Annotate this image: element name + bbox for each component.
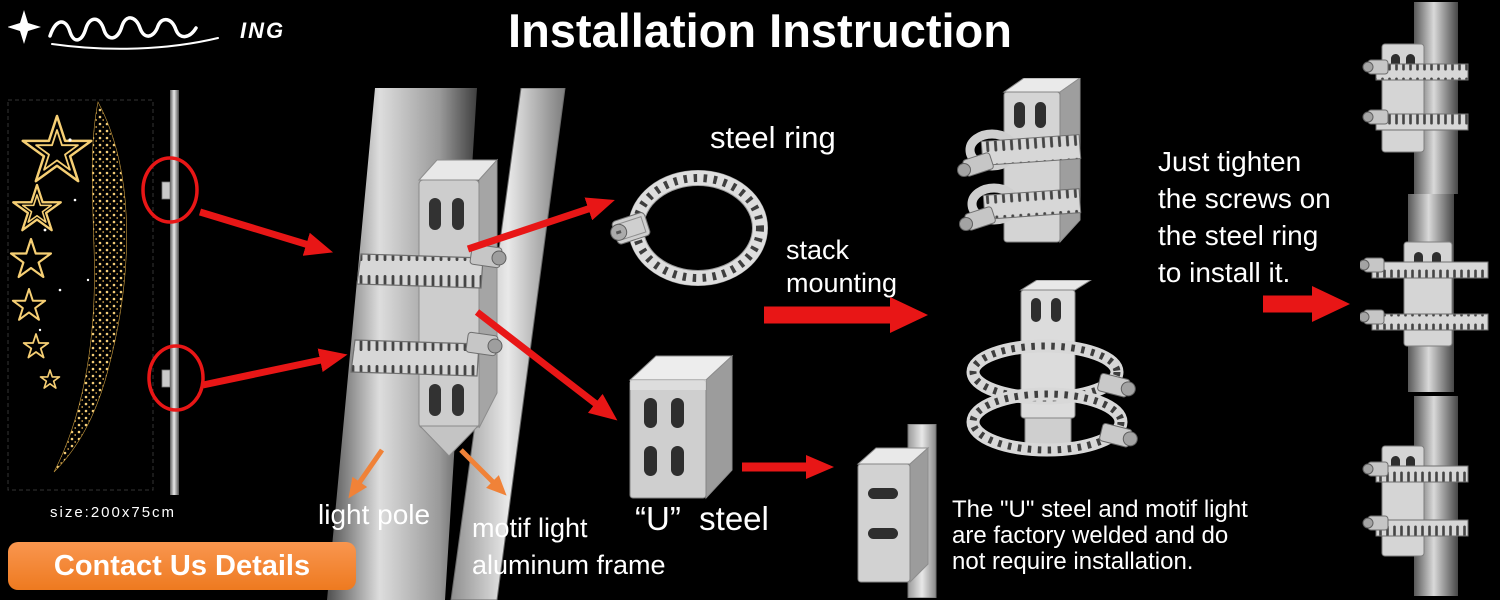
- bracket-bottom-v: [418, 425, 480, 457]
- logo-underline-stroke: [51, 37, 219, 50]
- bracket-slot: [1031, 298, 1041, 322]
- tighten-note-line-3: the steel ring: [1158, 220, 1319, 251]
- clamp-screw-head: [1362, 463, 1374, 475]
- comet-trail: [53, 101, 127, 473]
- stack-mounting-line-1: stack: [786, 235, 850, 265]
- bracket-slot: [452, 384, 464, 416]
- bracket-slot: [868, 528, 898, 539]
- u-steel-slot: [671, 398, 684, 428]
- clamp-screw-head: [957, 163, 971, 177]
- street-pole: [170, 90, 179, 495]
- clamp-screw-head: [1360, 259, 1370, 271]
- bracket-slot: [429, 198, 441, 230]
- bracket-side-face: [478, 158, 498, 429]
- ring-screw-housing: [1099, 422, 1138, 448]
- u-steel-label: “U” steel: [635, 500, 769, 537]
- hose-clamp-band: [980, 134, 1082, 166]
- ring-screw-housing: [1097, 372, 1136, 398]
- red-arrow-to-closeup-top: [198, 208, 334, 256]
- welded-note: The "U" steel and motif light are factor…: [952, 497, 1248, 575]
- bracket-slot: [1051, 298, 1061, 322]
- bracket-front-plate: [418, 179, 480, 429]
- product-size-label: size:200x75cm: [50, 504, 177, 521]
- hose-clamp-band: [1375, 465, 1469, 483]
- stack-bracket-flange: [1019, 280, 1092, 291]
- red-arrow-to-closeup-bottom: [202, 348, 348, 389]
- u-steel-illustration: [628, 354, 734, 500]
- bracket-clamps-assembly-illustration: [957, 78, 1082, 244]
- hose-clamp-band-top: [356, 253, 484, 289]
- pole-mount-nub-bottom: [161, 369, 171, 388]
- hose-clamp-band: [1375, 113, 1469, 131]
- stack-mounting-label: stack mounting: [786, 234, 897, 300]
- brand-logo: ING: [7, 6, 308, 55]
- bracket-slot: [868, 488, 898, 499]
- hose-clamp-band: [1371, 261, 1489, 279]
- clamp-screw-head: [959, 217, 973, 231]
- steel-ring-label: steel ring: [710, 120, 836, 155]
- brand-logo-text: ING: [240, 18, 285, 43]
- installed-pole-photo-2: [1360, 194, 1489, 392]
- logo-star-icon: [7, 10, 41, 44]
- photo-bracket: [1381, 43, 1425, 153]
- tighten-note: Just tighten the screws on the steel rin…: [1158, 143, 1331, 291]
- clamp-screw-head: [1360, 311, 1370, 323]
- tighten-note-line-2: the screws on: [1158, 183, 1331, 214]
- hose-clamp-band: [1375, 519, 1469, 537]
- clamp-screw-head: [1362, 111, 1374, 123]
- star-outlines: [11, 116, 91, 388]
- bracket-slot: [452, 198, 464, 230]
- welded-bracket-illustration: [856, 424, 937, 598]
- u-steel-slot: [644, 398, 657, 428]
- photo-bracket: [1381, 445, 1425, 557]
- clamp-screw-head: [1362, 61, 1374, 73]
- u-steel-side-face: [705, 354, 733, 500]
- hose-clamp-band: [1371, 313, 1489, 331]
- hose-clamp-band-bottom: [350, 339, 480, 377]
- installed-pole-photo-3: [1362, 396, 1469, 596]
- bracket-slot: [1014, 102, 1025, 128]
- logo-script-stroke: [48, 16, 198, 42]
- page-title: Installation Instruction: [508, 4, 1012, 57]
- motif-frame-line-2: aluminum frame: [472, 550, 666, 580]
- motif-frame-label: motif light aluminum frame: [472, 510, 666, 584]
- assembly-bracket-plate: [1003, 91, 1061, 243]
- motif-light-product-illustration: [0, 90, 179, 495]
- stacked-rings-assembly-illustration: [966, 280, 1138, 457]
- clamp-screw-head: [491, 250, 507, 266]
- welded-note-line-2: are factory welded and do: [952, 522, 1229, 549]
- motif-frame-line-1: motif light: [472, 513, 588, 543]
- brand-logo-graphic: ING: [7, 10, 285, 50]
- contact-us-button[interactable]: Contact Us Details: [8, 542, 356, 590]
- bracket-slot: [1035, 102, 1046, 128]
- installed-pole-photo-1: [1362, 2, 1469, 194]
- u-steel-slot: [671, 446, 684, 476]
- tighten-note-line-4: to install it.: [1158, 257, 1291, 288]
- u-steel-slot: [644, 446, 657, 476]
- steel-ring-illustration: [610, 170, 768, 286]
- hose-clamp-band: [982, 188, 1082, 220]
- hose-clamp-band: [1375, 63, 1469, 81]
- light-pole-label: light pole: [318, 499, 431, 530]
- clamp-screw-head: [487, 338, 503, 354]
- tighten-note-line-1: Just tighten: [1158, 146, 1302, 177]
- clamp-screw-head: [1362, 517, 1374, 529]
- dimension-outline: [7, 99, 154, 491]
- bracket-slot: [429, 384, 441, 416]
- welded-note-line-3: not require installation.: [952, 548, 1194, 575]
- ring-perforations: [632, 174, 764, 282]
- ring-screw-housing: [610, 212, 651, 245]
- sparkles: [38, 138, 90, 332]
- welded-bracket-plate: [857, 463, 911, 583]
- u-steel-front-face: [629, 379, 707, 499]
- welded-note-line-1: The "U" steel and motif light: [952, 496, 1248, 523]
- pole-mount-nub-top: [161, 181, 171, 200]
- welded-bracket-side: [909, 446, 929, 584]
- stack-mounting-line-2: mounting: [786, 268, 898, 298]
